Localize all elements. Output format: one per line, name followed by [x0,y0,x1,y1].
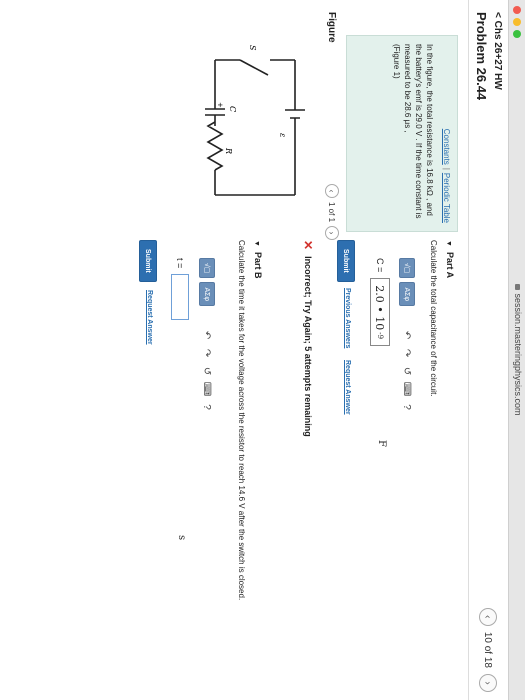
figure-prev-button[interactable]: ‹ [325,184,339,198]
help-icon[interactable]: ? [201,404,213,410]
problem-info-box: Constants | Periodic Table In the figure, … [346,35,458,232]
undo-icon[interactable]: ↶ [401,330,413,340]
keyboard-icon[interactable]: ⌨ [401,381,413,397]
browser-bar: session.masteringphysics.com [508,0,525,700]
undo-icon[interactable]: ↶ [201,330,213,340]
problem-text: In the figure, the total resistance is 1… [403,44,434,219]
redo-icon[interactable]: ↷ [401,348,413,358]
part-b-header[interactable]: ▼ Part B [253,240,263,278]
redo-icon[interactable]: ↷ [201,348,213,358]
keyboard-icon[interactable]: ⌨ [201,381,213,397]
figure-link[interactable]: (Figure 1) [392,44,401,79]
switch-label: S [248,45,257,51]
figure-nav: ‹ 1 of 1 › [325,184,339,241]
part-a-answer-row: C = 2.0 • 10-9 [369,258,391,347]
part-a-toolbar: √▢ ΑΣφ ↶ ↷ ↺ ⌨ ? [397,258,417,414]
part-b-request-answer-link[interactable]: Request Answer [146,290,153,345]
capacitor-plus-label: + [216,102,224,108]
divider [468,0,469,700]
template-button[interactable]: √▢ [399,258,415,279]
figure-nav-text: 1 of 1 [327,202,337,223]
info-links: Constants | Periodic Table [442,129,451,223]
capacitor-label: C [228,106,237,112]
part-b-title: Part B [253,251,263,279]
url-text: session.masteringphysics.com [513,293,523,416]
previous-answers-link[interactable]: Previous Answers [344,288,351,349]
pager-text: 10 of 18 [482,631,494,668]
periodic-table-link[interactable]: Periodic Table [442,172,451,223]
back-link[interactable]: < Chs 26+27 HW [492,12,503,90]
part-b-prompt: Calculate the time it takes for the volt… [237,240,246,601]
part-b-unit: s [176,535,187,541]
part-a-prompt: Calculate the total capacitance of the c… [429,240,438,397]
part-b-toolbar: √▢ ΑΣφ ↶ ↷ ↺ ⌨ ? [197,258,217,414]
address-bar[interactable]: session.masteringphysics.com [513,0,523,700]
part-a-title: Part A [445,251,455,279]
part-a-answer-input[interactable]: 2.0 • 10-9 [370,278,390,347]
help-icon[interactable]: ? [401,404,413,410]
collapse-icon: ▼ [445,240,452,247]
problem-title: Problem 26.44 [474,12,489,101]
part-b-answer-input[interactable] [171,274,189,321]
collapse-icon: ▼ [253,240,260,247]
reset-icon[interactable]: ↺ [401,366,413,376]
figure-label: Figure [326,12,337,43]
emf-label: ε [278,133,287,137]
part-a-header[interactable]: ▼ Part A [445,240,455,278]
lock-icon [514,284,520,291]
switch-arm [239,59,269,76]
problem-pager: ‹ 10 of 18 › [479,607,497,692]
part-b-submit-button[interactable]: Submit [139,240,157,282]
answer-exponent: -9 [376,332,384,340]
symbols-button[interactable]: ΑΣφ [399,282,415,307]
figure-next-button[interactable]: › [325,226,339,241]
incorrect-icon: ✕ [301,240,315,251]
link-separator: | [442,167,451,170]
resistor-symbol [206,121,224,171]
part-a-request-answer-link[interactable]: Request Answer [344,360,351,415]
constants-link[interactable]: Constants [442,128,451,165]
template-button[interactable]: √▢ [199,258,215,279]
part-a-feedback: ✕ Incorrect; Try Again; 5 attempts remain… [301,240,315,437]
part-b-answer-row: t = [169,258,191,321]
circuit-diagram: ε R C + S [205,45,305,196]
part-b-variable: t = [175,258,185,269]
reset-icon[interactable]: ↺ [201,366,213,376]
part-a-unit: F [376,440,387,447]
part-a-variable: C = [375,258,385,273]
next-problem-button[interactable]: › [479,674,497,692]
answer-mantissa: 2.0 • 10 [373,285,387,331]
problem-statement: In the figure, the total resistance is 1… [391,44,435,224]
resistor-label: R [224,147,233,154]
symbols-button[interactable]: ΑΣφ [199,282,215,307]
feedback-text: Incorrect; Try Again; 5 attempts remaini… [303,256,313,437]
part-a-submit-button[interactable]: Submit [337,240,355,282]
previous-problem-button[interactable]: ‹ [479,607,497,626]
